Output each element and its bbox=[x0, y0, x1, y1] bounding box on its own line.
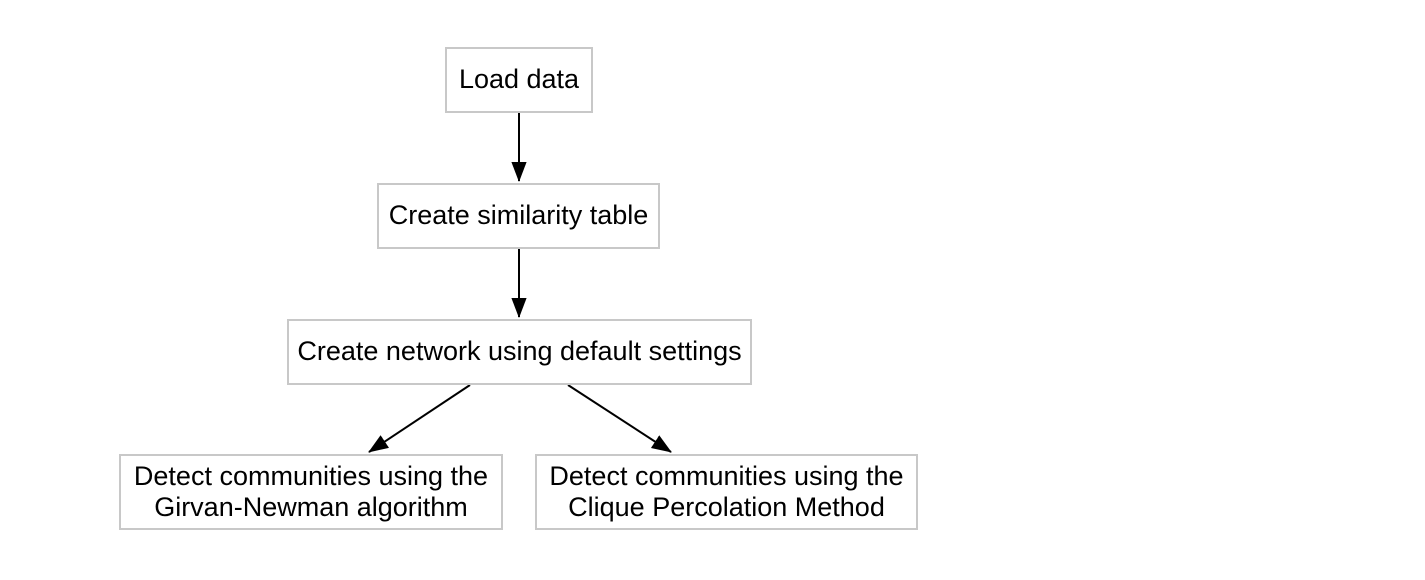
node-detect-girvan-newman-label: Detect communities using the Girvan-Newm… bbox=[133, 460, 489, 522]
node-create-network-default-settings: Create network using default settings bbox=[287, 319, 752, 385]
node-load-data: Load data bbox=[445, 47, 593, 113]
node-create-similarity-table-label: Create similarity table bbox=[388, 200, 649, 231]
edge-create-network-to-clique-percolation bbox=[567, 384, 672, 453]
node-detect-clique-percolation: Detect communities using the Clique Perc… bbox=[535, 454, 918, 530]
edge-create-network-to-girvan-newman bbox=[368, 384, 471, 453]
node-create-similarity-table: Create similarity table bbox=[377, 183, 660, 249]
node-detect-girvan-newman: Detect communities using the Girvan-Newm… bbox=[119, 454, 503, 530]
node-load-data-label: Load data bbox=[458, 64, 580, 95]
node-detect-clique-percolation-label: Detect communities using the Clique Perc… bbox=[549, 460, 904, 522]
node-create-network-default-settings-label: Create network using default settings bbox=[297, 336, 742, 367]
